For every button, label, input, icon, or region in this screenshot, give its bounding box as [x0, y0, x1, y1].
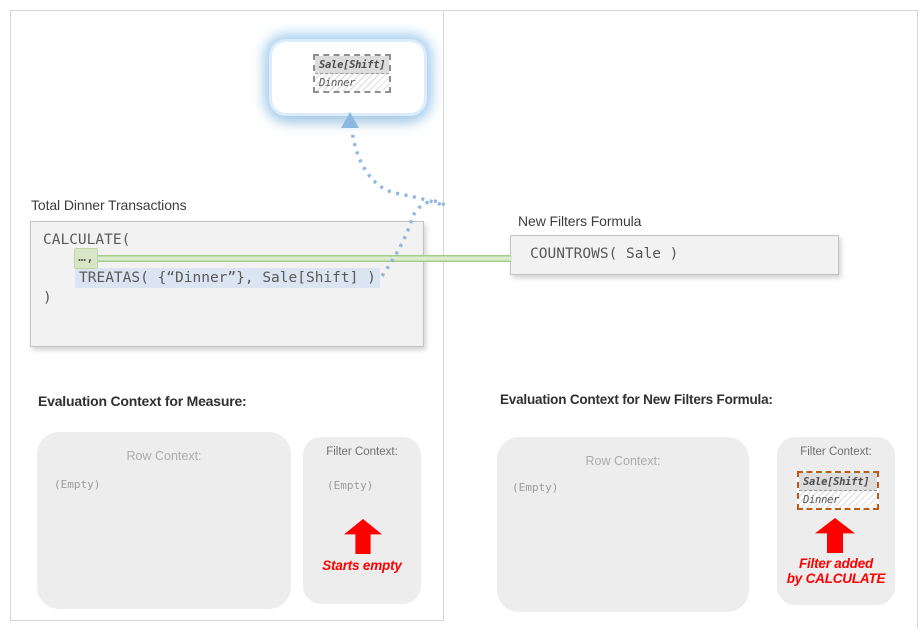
- frame-right-line: [917, 10, 918, 628]
- new-filters-code-box: COUNTROWS( Sale ): [510, 235, 839, 275]
- filter-added-note: Filter added by CALCULATE: [777, 556, 895, 586]
- measure-title: Total Dinner Transactions: [31, 197, 187, 213]
- row-context-label: Row Context:: [126, 449, 202, 463]
- green-connector-line: [93, 255, 512, 262]
- applied-filter-box: Sale[Shift] Dinner: [272, 42, 424, 113]
- measure-filter-context-box: Filter Context: (Empty) Starts empty: [303, 437, 421, 604]
- frame-left-line: [10, 10, 11, 620]
- filter-context-empty: (Empty): [327, 479, 374, 492]
- new-filters-row-context-box: Row Context: (Empty): [497, 437, 749, 612]
- filter-added-line1: Filter added: [798, 556, 874, 571]
- code-treatas: TREATAS( {“Dinner”}, Sale[Shift] ): [75, 268, 380, 288]
- up-arrow-icon: [344, 519, 382, 554]
- row-context-label: Row Context:: [585, 454, 661, 468]
- code-calculate: CALCULATE(: [43, 232, 131, 248]
- new-filters-title: New Filters Formula: [518, 213, 642, 229]
- frame-top-line: [10, 10, 917, 11]
- row-context-empty: (Empty): [512, 481, 559, 494]
- measure-code-box: CALCULATE( …, TREATAS( {“Dinner”}, Sale[…: [30, 221, 424, 347]
- up-arrow-icon: [815, 518, 855, 553]
- starts-empty-note: Starts empty: [322, 558, 402, 573]
- filter-table-value: Dinner: [315, 74, 389, 91]
- added-filter-table: Sale[Shift] Dinner: [797, 471, 879, 510]
- code-ellipsis-chip: …,: [74, 248, 98, 269]
- filter-added-line2: by CALCULATE: [786, 571, 886, 586]
- row-context-empty: (Empty): [54, 478, 101, 491]
- code-close-paren: ): [43, 290, 52, 306]
- frame-bottom-line: [10, 620, 444, 621]
- panel-divider: [443, 10, 444, 620]
- code-countrows: COUNTROWS( Sale ): [530, 246, 679, 262]
- measure-row-context-box: Row Context: (Empty): [37, 432, 291, 609]
- filter-table-value: Dinner: [799, 491, 877, 508]
- filter-context-label: Filter Context:: [800, 446, 872, 458]
- filter-table-header: Sale[Shift]: [799, 473, 877, 491]
- filter-context-label: Filter Context:: [326, 446, 398, 458]
- new-filters-filter-context-box: Filter Context: Sale[Shift] Dinner Filte…: [777, 437, 895, 605]
- filter-table-header: Sale[Shift]: [315, 56, 389, 74]
- filter-table: Sale[Shift] Dinner: [313, 54, 391, 93]
- eval-new-filters-heading: Evaluation Context for New Filters Formu…: [500, 392, 773, 407]
- eval-measure-heading: Evaluation Context for Measure:: [38, 393, 247, 409]
- arrowhead-up-icon: [341, 112, 359, 128]
